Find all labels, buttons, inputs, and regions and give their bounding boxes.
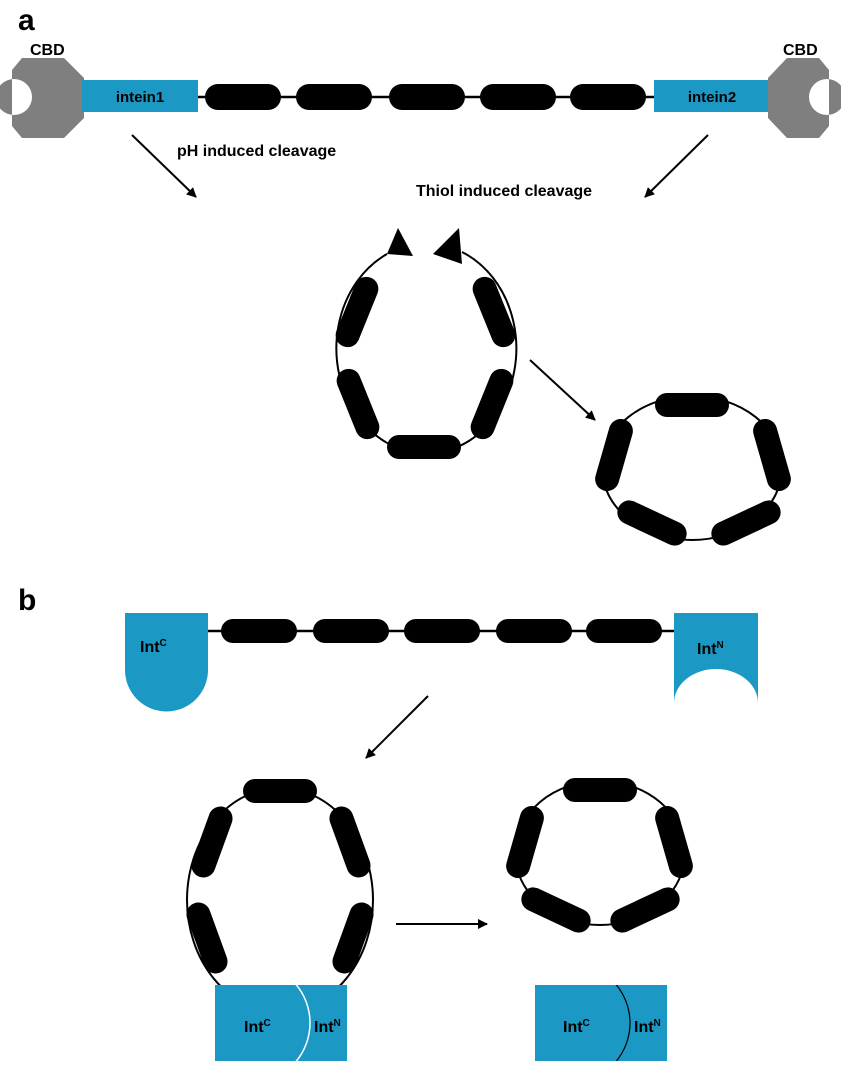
domain-ring-a2-3 [617, 500, 687, 546]
domain-a-1 [205, 84, 281, 110]
intein1-box [82, 80, 198, 112]
cbd-left-shape [0, 58, 84, 138]
intc-split-intein-shape [125, 613, 208, 712]
ph-cleavage-label: pH induced cleavage [177, 143, 336, 160]
domain-ring-a-5 [472, 276, 516, 348]
domain-ring-b-5 [329, 806, 371, 878]
domain-b-4 [496, 619, 572, 643]
cyclization-arrow-a [529, 359, 596, 421]
domain-ring-b-1 [243, 779, 317, 803]
domain-ring-a-4 [470, 368, 514, 440]
thiol-cleavage-arrow [644, 134, 709, 198]
cbd-right-label: CBD [783, 42, 818, 59]
intein-complex-box-left [215, 985, 347, 1061]
intein-interface-curve-right [615, 985, 631, 1061]
domain-b-5 [586, 619, 662, 643]
domain-ring-b2-2 [506, 805, 544, 879]
domain-a-3 [389, 84, 465, 110]
domain-ring-a2-2 [595, 418, 633, 492]
domain-ring-b-3 [186, 902, 228, 974]
intein-interface-curve-left [295, 985, 311, 1061]
ring-b-with-intein [186, 779, 374, 1013]
cleavage-end-left-icon [387, 228, 413, 256]
intc-label: IntC [140, 638, 167, 656]
cbd-left-label: CBD [30, 42, 65, 59]
ph-cleavage-arrow [131, 134, 197, 198]
intein1-label: intein1 [116, 89, 164, 106]
cbd-right-shape [768, 58, 841, 138]
intn-complex-label-left: IntN [314, 1018, 341, 1036]
domain-b-3 [404, 619, 480, 643]
domain-ring-b-2 [191, 806, 233, 878]
domain-ring-a-1 [335, 276, 379, 348]
domain-ring-b2-3 [521, 887, 591, 933]
thiol-cleavage-label: Thiol induced cleavage [416, 183, 592, 200]
domain-ring-b2-5 [655, 805, 693, 879]
intn-label: IntN [697, 640, 724, 658]
domain-a-2 [296, 84, 372, 110]
domain-ring-a2-5 [753, 418, 791, 492]
intein-complex-box-right [535, 985, 667, 1061]
domain-a-5 [570, 84, 646, 110]
intein2-box [654, 80, 770, 112]
domain-ring-b2-4 [610, 887, 680, 933]
cleavage-end-right-icon [433, 228, 462, 264]
domain-ring-a-3 [387, 435, 461, 459]
intein2-label: intein2 [688, 89, 736, 106]
domain-ring-a-2 [336, 368, 380, 440]
domain-ring-b2-1 [563, 778, 637, 802]
domain-ring-a2-4 [711, 500, 781, 546]
domain-b-1 [221, 619, 297, 643]
splicing-arrow-b [365, 695, 429, 759]
domain-ring-b-4 [332, 902, 374, 974]
intn-split-intein-shape [674, 613, 758, 703]
panel-a-label: a [18, 4, 35, 37]
intn-complex-label-right: IntN [634, 1018, 661, 1036]
domain-a-4 [480, 84, 556, 110]
domain-ring-a2-1 [655, 393, 729, 417]
closed-ring-a [595, 393, 791, 546]
ring-b-closed [506, 778, 693, 933]
open-ring-a [335, 228, 518, 459]
intc-complex-label-left: IntC [244, 1018, 271, 1036]
intc-complex-label-right: IntC [563, 1018, 590, 1036]
panel-b-label: b [18, 584, 36, 617]
domain-b-2 [313, 619, 389, 643]
